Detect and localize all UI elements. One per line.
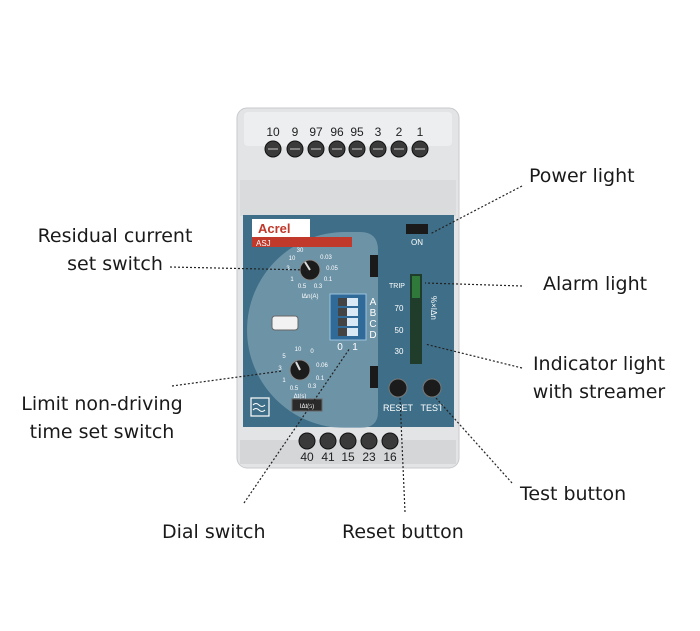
terminal-label: 1 [417, 125, 424, 139]
leader-reset [399, 397, 406, 513]
svg-text:23: 23 [362, 450, 376, 464]
svg-text:C: C [369, 319, 376, 330]
svg-text:1: 1 [352, 342, 358, 353]
svg-text:41: 41 [321, 450, 335, 464]
terminal-label: 10 [266, 125, 280, 139]
badge-text: IΔt(s) [300, 404, 314, 410]
svg-text:1: 1 [290, 277, 294, 283]
svg-text:30: 30 [297, 248, 304, 254]
residual-current-dial[interactable] [299, 259, 321, 281]
svg-text:0.1: 0.1 [324, 277, 333, 283]
svg-text:0.05: 0.05 [326, 266, 338, 272]
leader-indicator-light [424, 343, 523, 369]
power-light [406, 224, 428, 234]
svg-text:3: 3 [278, 366, 282, 372]
brand-label-bg [252, 219, 310, 237]
callout-leaders [169, 185, 523, 513]
side-slot [271, 315, 299, 331]
brand-stripe [252, 237, 352, 247]
reset-label: RESET [383, 403, 414, 413]
badge [291, 398, 323, 412]
svg-text:5: 5 [282, 354, 286, 360]
terminal-label: 3 [375, 125, 382, 139]
trip-label: TRIP [389, 283, 405, 290]
svg-text:D: D [369, 330, 376, 341]
dip-switch[interactable] [329, 293, 367, 341]
test-label: TEST [420, 403, 444, 413]
callout-residual-current: Residual current set switch [37, 225, 193, 275]
svg-text:70: 70 [395, 304, 404, 313]
svg-text:16: 16 [383, 450, 397, 464]
svg-text:0: 0 [337, 342, 343, 353]
bottom-terminal-screws [298, 432, 399, 450]
waves-icon [250, 397, 270, 417]
svg-text:10: 10 [289, 256, 296, 262]
leader-power-light [429, 185, 523, 235]
callout-limit-non-driving: Limit non-driving time set switch [21, 393, 183, 443]
terminal-label: 97 [309, 125, 323, 139]
residual-dial-caption: IΔn(A) [301, 294, 318, 300]
leader-test [435, 397, 513, 484]
terminal-label: 95 [350, 125, 364, 139]
svg-text:3: 3 [286, 266, 290, 272]
terminal-label: 2 [396, 125, 403, 139]
svg-text:0.3: 0.3 [308, 384, 317, 390]
reset-button[interactable] [388, 378, 408, 398]
svg-text:0.5: 0.5 [290, 386, 299, 392]
scale-values: 70 50 30 [395, 304, 404, 356]
test-button[interactable] [422, 378, 442, 398]
dip-numbers: 0 1 [337, 342, 358, 353]
callout-indicator-light: Indicator light with streamer [532, 353, 666, 403]
leader-alarm-light [424, 282, 523, 287]
svg-text:0.03: 0.03 [320, 255, 332, 261]
leader-limit [171, 370, 283, 387]
leader-dial-switch [243, 347, 351, 504]
clip-bottom [370, 366, 378, 388]
clip-top [370, 255, 378, 277]
callout-dial-switch: Dial switch [162, 521, 266, 543]
callout-test-button: Test button [520, 483, 627, 505]
svg-text:0.3: 0.3 [314, 284, 323, 290]
svg-text:50: 50 [395, 326, 404, 335]
svg-text:10: 10 [295, 347, 302, 353]
top-terminal-labels: 10 9 97 96 95 3 2 1 [266, 125, 423, 139]
svg-text:1: 1 [282, 378, 286, 384]
svg-text:30: 30 [395, 347, 404, 356]
residual-dial-labels: 30 10 3 1 0.5 0.3 0.1 0.05 0.03 [286, 248, 338, 290]
callout-reset-button: Reset button [342, 521, 464, 543]
callout-power-light: Power light [529, 165, 635, 187]
svg-text:0: 0 [310, 349, 314, 355]
terminal-label: 96 [330, 125, 344, 139]
svg-text:0.1: 0.1 [316, 376, 325, 382]
svg-text:B: B [370, 308, 377, 319]
svg-text:40: 40 [300, 450, 314, 464]
callout-alarm-light: Alarm light [543, 273, 648, 295]
svg-text:0.5: 0.5 [298, 284, 307, 290]
brand-logo: Acrel [258, 221, 291, 236]
bottom-terminal-labels: 40 41 15 23 16 [300, 450, 397, 464]
terminal-label: 9 [292, 125, 299, 139]
leader-residual [169, 266, 309, 271]
scale-unit: %×IΔn [429, 296, 438, 320]
on-label: ON [411, 238, 423, 247]
svg-text:0.06: 0.06 [316, 363, 328, 369]
svg-text:15: 15 [341, 450, 355, 464]
time-dial[interactable] [289, 359, 311, 381]
time-dial-caption: Δt(s) [294, 394, 307, 400]
dip-letters: A B C D [369, 297, 376, 341]
model-label: ASJ [256, 239, 271, 248]
alarm-light [412, 276, 420, 298]
svg-text:A: A [370, 297, 377, 308]
time-dial-labels: 10 5 3 1 0.5 0.3 0.1 0.06 0 [278, 347, 328, 392]
